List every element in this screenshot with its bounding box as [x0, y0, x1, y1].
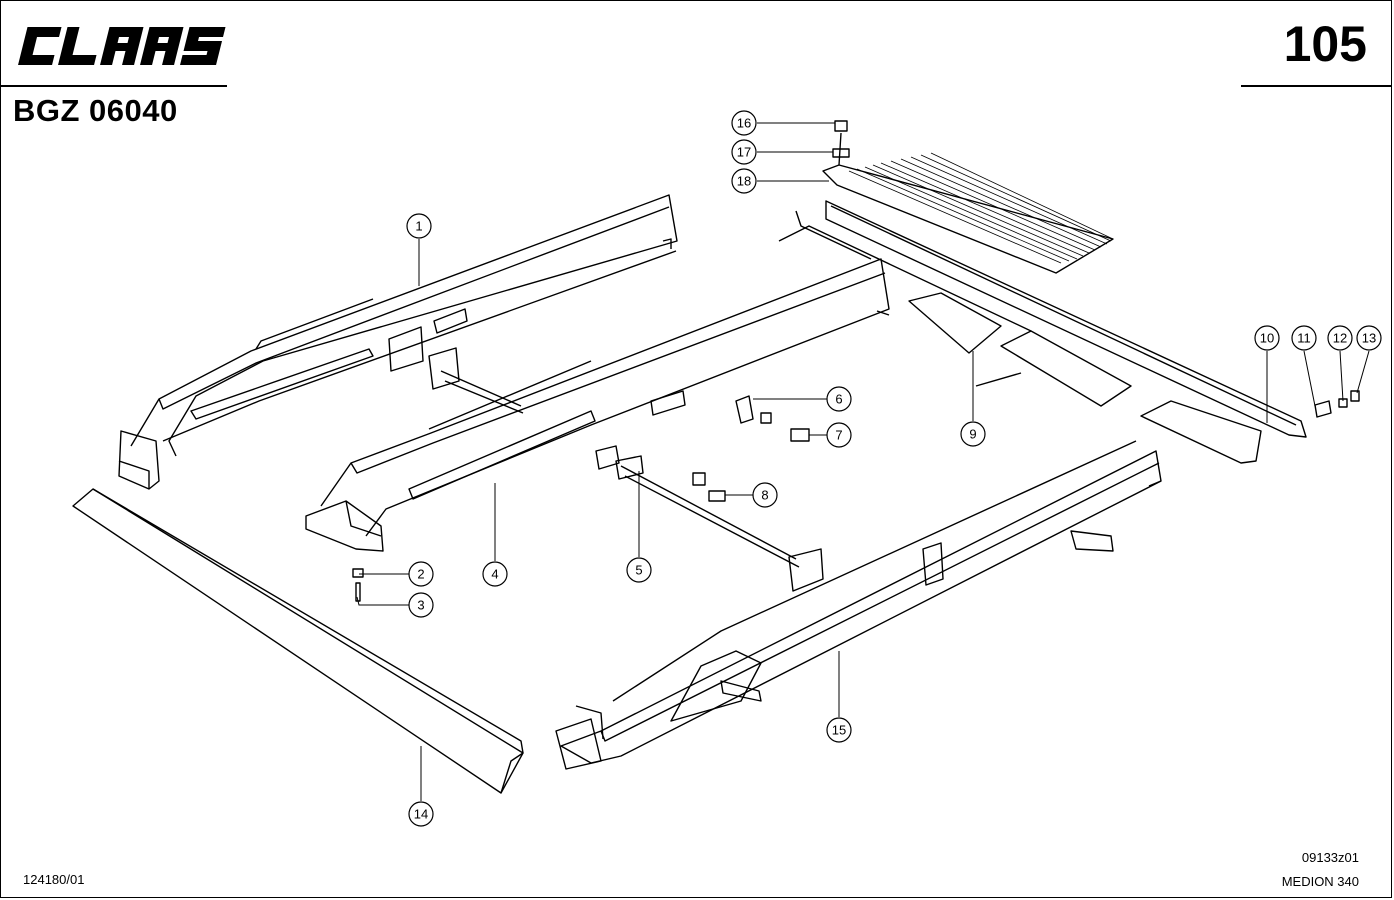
callout-6: 6 [826, 386, 852, 412]
callout-number: 16 [737, 116, 751, 131]
callout-number: 15 [832, 723, 846, 738]
callout-circle [1327, 325, 1353, 351]
part-10-rear-frame [778, 200, 1307, 464]
callout-number: 9 [969, 427, 976, 442]
part-15-right-rail [555, 440, 1162, 770]
callout-circle [408, 592, 434, 618]
callout-circle [408, 801, 434, 827]
callout-circle [731, 110, 757, 136]
callout-number: 13 [1362, 331, 1376, 346]
callout-circle [1356, 325, 1382, 351]
callout-number: 3 [417, 598, 424, 613]
callout-circle [626, 557, 652, 583]
document-number: 124180/01 [23, 872, 85, 887]
callout-number: 2 [417, 567, 424, 582]
callout-circle [826, 717, 852, 743]
callout-14: 14 [408, 801, 434, 827]
part-18-screen [822, 120, 1114, 274]
callout-12: 12 [1327, 325, 1353, 351]
callout-circle [406, 213, 432, 239]
callout-number: 11 [1297, 331, 1311, 346]
page-number: 105 [1283, 16, 1367, 72]
callout-18: 18 [731, 168, 757, 194]
part-5-crossbars [440, 370, 824, 592]
callout-circle [752, 482, 778, 508]
callout-1: 1 [406, 213, 432, 239]
callout-number: 8 [761, 488, 768, 503]
callout-17: 17 [731, 139, 757, 165]
callout-9: 9 [960, 421, 986, 447]
callout-7: 7 [826, 422, 852, 448]
callout-number: 12 [1333, 331, 1347, 346]
callout-15: 15 [826, 717, 852, 743]
callout-circle [826, 386, 852, 412]
callout-circle [826, 422, 852, 448]
callout-4: 4 [482, 561, 508, 587]
callout-3: 3 [408, 592, 434, 618]
callout-circle [408, 561, 434, 587]
part-14-front-plate [72, 488, 524, 794]
header-rule-right [1241, 85, 1391, 87]
callout-circle [960, 421, 986, 447]
callout-number: 5 [635, 563, 642, 578]
callout-circle [731, 139, 757, 165]
callout-11: 11 [1291, 325, 1317, 351]
hardware-fasteners [352, 390, 1360, 602]
callout-13: 13 [1356, 325, 1382, 351]
callout-10: 10 [1254, 325, 1280, 351]
callout-circle [1254, 325, 1280, 351]
callout-2: 2 [408, 561, 434, 587]
callout-circle [731, 168, 757, 194]
callout-16: 16 [731, 110, 757, 136]
callout-number: 1 [415, 219, 422, 234]
claas-logo [18, 27, 226, 65]
callout-number: 14 [414, 807, 428, 822]
callout-leaders [356, 122, 1370, 801]
callout-5: 5 [626, 557, 652, 583]
callout-number: 7 [835, 428, 842, 443]
callout-circle [482, 561, 508, 587]
group-code: BGZ 06040 [13, 93, 178, 128]
drawing-code: 09133z01 [1301, 850, 1359, 865]
callout-8: 8 [752, 482, 778, 508]
callout-number: 10 [1260, 331, 1274, 346]
part-1-left-rail [118, 194, 678, 490]
header-rule-left [1, 85, 227, 87]
part-4-center-rail [305, 258, 890, 552]
screen-grid-lines [848, 152, 1114, 264]
model-name: MEDION 340 [1281, 874, 1359, 889]
callout-number: 6 [835, 392, 842, 407]
callout-number: 17 [737, 145, 751, 160]
callout-number: 4 [491, 567, 498, 582]
callout-circle [1291, 325, 1317, 351]
callout-number: 18 [737, 174, 751, 189]
